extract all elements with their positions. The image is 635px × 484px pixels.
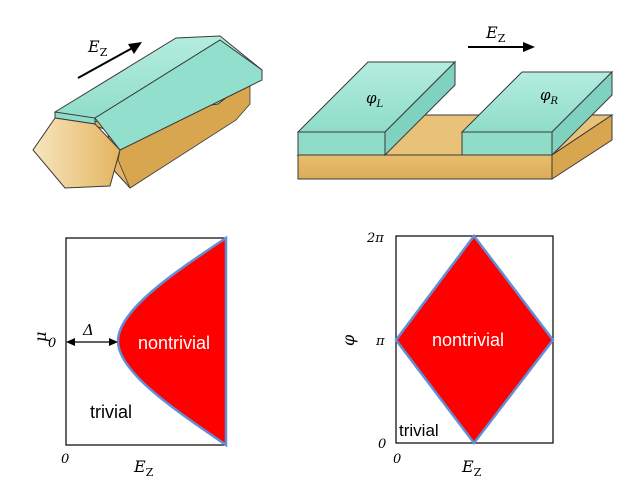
- gap-arrow-right-head: [109, 338, 118, 346]
- phi-ylabel: φ: [339, 334, 358, 346]
- junction-base-front: [297, 154, 553, 180]
- junction-base-side: [551, 114, 613, 180]
- field-arrowhead: [128, 42, 142, 54]
- phase-right-label: φR: [540, 86, 559, 107]
- mu-nontrivial-label: nontrivial: [138, 333, 210, 353]
- junction-illustration: φL φR EZ: [296, 23, 614, 180]
- gap-arrow-left-head: [66, 338, 75, 346]
- junction-field-label: EZ: [485, 23, 506, 45]
- right-lead-front: [461, 131, 553, 156]
- left-lead-front: [297, 131, 386, 156]
- junction-field-arrowhead: [523, 42, 535, 52]
- phi-trivial-label: trivial: [399, 421, 439, 440]
- nanowire-illustration: EZ: [32, 35, 263, 189]
- phi-y-tick-top: 2π: [366, 231, 384, 246]
- right-lead-side: [551, 70, 613, 157]
- phi-xlabel: EZ: [461, 457, 482, 479]
- phi-phase-diagram: nontrivial trivial φ 2π π 0 0 EZ: [339, 231, 555, 479]
- phi-y-tick-bottom: 0: [378, 437, 386, 452]
- mu-y-tick-zero: 0: [48, 336, 56, 351]
- nanowire-shell-facet: [94, 39, 263, 151]
- mu-trivial-label: trivial: [90, 402, 132, 422]
- nanowire-hexagon-end: [32, 117, 121, 189]
- gap-label: Δ: [82, 321, 94, 339]
- phase-left-label: φL: [366, 89, 384, 110]
- phi-x-tick-zero: 0: [393, 452, 401, 467]
- left-lead-side: [384, 60, 456, 157]
- mu-phase-diagram: Δ nontrivial trivial μ 0 0 EZ: [31, 235, 228, 479]
- mu-ylabel: μ: [31, 332, 50, 342]
- phi-nontrivial-label: nontrivial: [432, 330, 504, 350]
- field-arrow: [77, 45, 137, 79]
- phi-y-tick-mid: π: [375, 334, 385, 349]
- mu-nontrivial-region: [116, 235, 228, 448]
- mu-x-tick-zero: 0: [61, 452, 69, 467]
- phi-nontrivial-region: [394, 233, 555, 446]
- mu-xlabel: EZ: [133, 457, 154, 479]
- field-label: EZ: [87, 37, 108, 59]
